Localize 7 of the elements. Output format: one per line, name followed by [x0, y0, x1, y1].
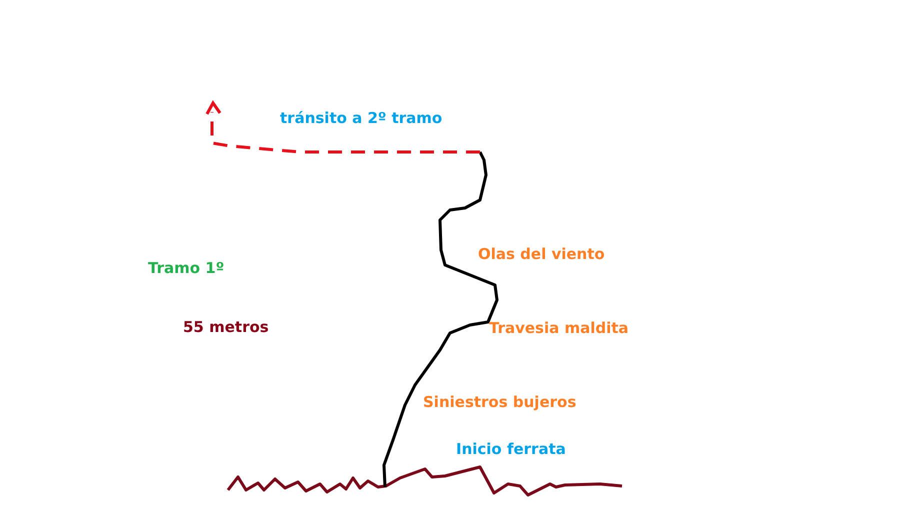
route-label: Travesia maldita	[489, 318, 629, 339]
route-label: Siniestros bujeros	[423, 392, 576, 413]
route-label: Inicio ferrata	[456, 439, 566, 460]
route-label: Olas del viento	[478, 244, 605, 265]
route-label: tránsito a 2º tramo	[280, 108, 442, 129]
route-label: 55 metros	[183, 317, 269, 338]
route-label: Tramo 1º	[148, 258, 224, 279]
